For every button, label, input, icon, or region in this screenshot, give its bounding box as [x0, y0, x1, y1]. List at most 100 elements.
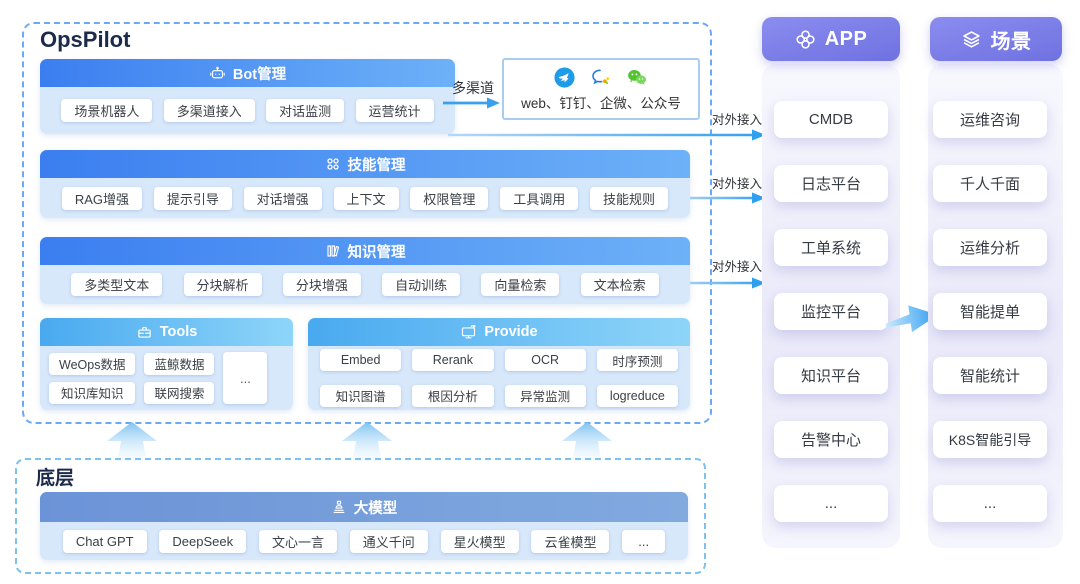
feature-chip: 时序预测 [596, 349, 678, 372]
feature-chip: 权限管理 [410, 186, 489, 210]
app-clover-icon [795, 29, 816, 50]
app-card: 告警中心 [774, 421, 888, 458]
monitor-icon [460, 324, 477, 341]
feature-chip: 提示引导 [153, 186, 232, 210]
large-model-items: Chat GPT DeepSeek 文心一言 通义千问 星火模型 云雀模型 ..… [40, 522, 688, 560]
app-column-header: APP [762, 17, 900, 61]
feature-chip: 多类型文本 [71, 273, 163, 296]
upward-arrow [557, 422, 617, 462]
app-card: 日志平台 [774, 165, 888, 202]
model-chip: 云雀模型 [531, 529, 610, 553]
feature-chip: 知识库知识 [49, 381, 136, 404]
model-chip: Chat GPT [62, 529, 147, 553]
large-model-header: 大模型 [40, 492, 688, 522]
feature-chip: 多渠道接入 [163, 99, 255, 122]
feature-chip: 蓝鲸数据 [144, 352, 215, 375]
books-icon [325, 243, 341, 259]
feature-chip: 知识图谱 [320, 384, 402, 407]
feature-chip: RAG增强 [61, 186, 142, 210]
app-card: ... [774, 485, 888, 522]
channels-box: web、钉钉、企微、公众号 [502, 58, 700, 120]
feature-chip: 联网搜索 [144, 381, 215, 404]
tools-header: Tools [40, 318, 293, 346]
feature-chip: 自动训练 [382, 273, 461, 296]
skill-management-header: 技能管理 [40, 150, 690, 178]
wecom-icon [589, 66, 612, 89]
scene-card: ... [933, 485, 1047, 522]
feature-chip: WeOps数据 [49, 352, 136, 375]
feature-chip: 上下文 [333, 186, 399, 210]
app-card: 知识平台 [774, 357, 888, 394]
feature-chip: 向量检索 [481, 273, 560, 296]
multichannel-label: 多渠道 [452, 80, 494, 96]
skill-management-items: RAG增强 提示引导 对话增强 上下文 权限管理 工具调用 技能规则 [40, 178, 690, 218]
toolbox-icon [136, 324, 153, 341]
upward-arrow [337, 422, 397, 462]
provide-items: Embed Rerank OCR 时序预测 知识图谱 根因分析 异常监测 log… [308, 346, 690, 410]
external-access-label: 对外接入 [712, 177, 763, 191]
tools-grid: WeOps数据 蓝鲸数据 知识库知识 联网搜索 [49, 352, 215, 404]
app-column-title: APP [824, 27, 868, 50]
app-card: 监控平台 [774, 293, 888, 330]
tools-more-chip: ... [223, 352, 268, 404]
section-knowledge-management: 知识管理 多类型文本 分块解析 分块增强 自动训练 向量检索 文本检索 [40, 237, 690, 304]
scene-card: 智能提单 [933, 293, 1047, 330]
feature-chip: 根因分析 [412, 384, 494, 407]
layers-icon [961, 29, 982, 50]
section-large-model: 大模型 Chat GPT DeepSeek 文心一言 通义千问 星火模型 云雀模… [40, 492, 688, 560]
monitor-to-ticket-arrow [884, 290, 940, 334]
robot-icon [209, 65, 226, 82]
scene-card: 智能统计 [933, 357, 1047, 394]
section-skill-management: 技能管理 RAG增强 提示引导 对话增强 上下文 权限管理 工具调用 技能规则 [40, 150, 690, 218]
multichannel-arrow [443, 97, 500, 109]
external-access-label: 对外接入 [712, 260, 763, 274]
knowledge-management-header: 知识管理 [40, 237, 690, 265]
bot-management-header: Bot管理 [40, 59, 455, 87]
feature-chip: Embed [320, 349, 402, 372]
feature-chip: Rerank [412, 349, 494, 372]
scene-column-header: 场景 [930, 17, 1062, 61]
feature-chip: 对话监测 [266, 99, 345, 122]
dingtalk-icon [553, 66, 576, 89]
skill-management-title: 技能管理 [347, 157, 406, 174]
model-chip: ... [622, 529, 666, 553]
model-chip: 文心一言 [258, 529, 337, 553]
section-bot-management: Bot管理 场景机器人 多渠道接入 对话监测 运营统计 [40, 59, 455, 134]
model-chip: 星火模型 [440, 529, 519, 553]
external-access-arrow-3 [690, 277, 766, 289]
large-model-title: 大模型 [353, 500, 398, 517]
bot-management-title: Bot管理 [232, 66, 287, 83]
knowledge-management-items: 多类型文本 分块解析 分块增强 自动训练 向量检索 文本检索 [40, 265, 690, 304]
model-chip: 通义千问 [349, 529, 428, 553]
feature-chip: 工具调用 [500, 186, 579, 210]
scene-column-title: 场景 [990, 30, 1032, 53]
channel-icons [553, 66, 649, 89]
feature-chip: 技能规则 [590, 186, 669, 210]
external-access-label: 对外接入 [712, 113, 763, 127]
feature-chip: 异常监测 [504, 384, 586, 407]
model-chip: DeepSeek [159, 529, 247, 553]
wechat-icon [625, 66, 649, 89]
provide-title: Provide [484, 324, 538, 340]
app-card: 工单系统 [774, 229, 888, 266]
feature-chip: 分块解析 [183, 273, 262, 296]
feature-chip: 分块增强 [282, 273, 361, 296]
app-card: CMDB [774, 101, 888, 138]
feature-chip: 运营统计 [355, 99, 434, 122]
base-layer-container [15, 458, 706, 574]
opspilot-title: OpsPilot [40, 27, 131, 52]
bot-management-items: 场景机器人 多渠道接入 对话监测 运营统计 [40, 87, 455, 134]
scene-card: 千人千面 [933, 165, 1047, 202]
base-layer-title: 底层 [36, 468, 75, 489]
scene-card: K8S智能引导 [933, 421, 1047, 458]
external-access-arrow-2 [690, 192, 766, 204]
model-icon [331, 499, 347, 515]
feature-chip: 文本检索 [580, 273, 659, 296]
tools-title: Tools [159, 324, 198, 340]
provide-header: Provide [308, 318, 690, 346]
feature-chip: 场景机器人 [61, 99, 153, 122]
scene-card: 运维咨询 [933, 101, 1047, 138]
grid-dots-icon [325, 156, 341, 172]
external-access-arrow-1 [448, 129, 766, 141]
